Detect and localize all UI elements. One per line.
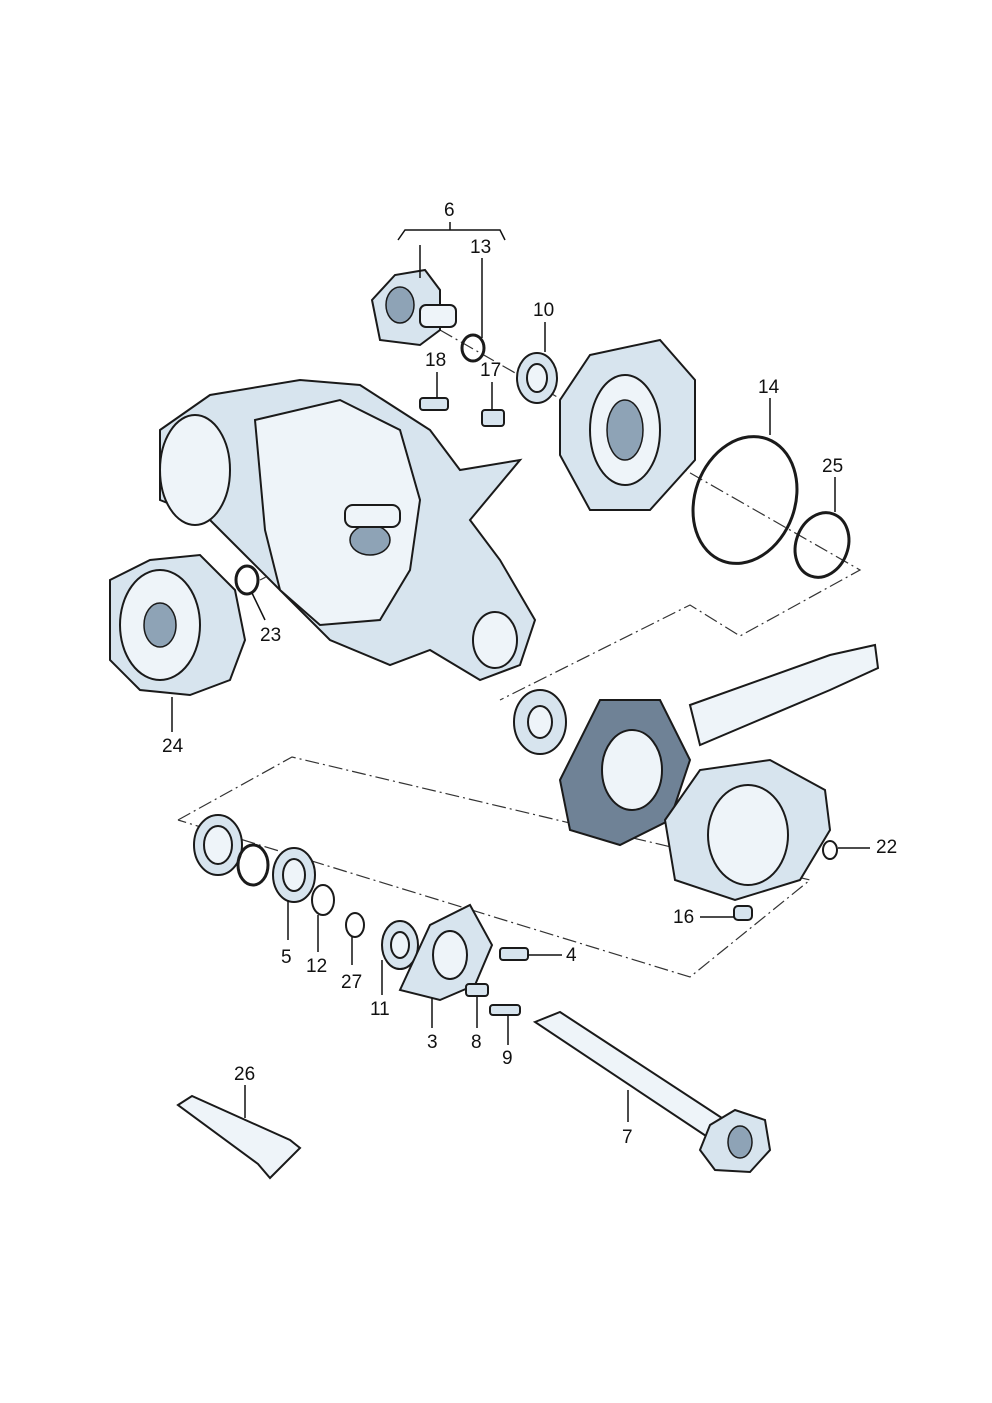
large-o-ring-part-14	[691, 435, 799, 565]
seal-part-5	[272, 847, 316, 940]
sealant-tube-part-26	[176, 1085, 302, 1180]
callout-6: 6	[444, 200, 455, 221]
differential-assembly	[513, 643, 880, 847]
ring-part-12	[311, 884, 335, 952]
housing-cover	[559, 338, 696, 511]
callout-27: 27	[341, 972, 362, 993]
ring-spacer	[236, 843, 270, 887]
gearbox-housing	[159, 378, 537, 682]
callout-14: 14	[758, 377, 780, 398]
callout-25: 25	[822, 456, 843, 477]
callout-5: 5	[281, 947, 292, 968]
callout-10: 10	[533, 300, 554, 321]
gasket-part-3	[398, 903, 494, 1028]
callout-7: 7	[622, 1127, 633, 1148]
callout-9: 9	[502, 1048, 513, 1069]
flange-shaft-part-6	[370, 222, 506, 347]
bolt-part-4	[499, 947, 562, 961]
plug-part-17	[481, 382, 505, 427]
callout-23: 23	[260, 625, 281, 646]
housing-half	[663, 758, 832, 902]
bearing-left	[193, 814, 243, 876]
callout-11: 11	[370, 999, 390, 1020]
callout-26: 26	[234, 1064, 255, 1085]
o-ring-part-13	[460, 333, 486, 363]
o-ring-part-25	[793, 511, 851, 579]
drive-shaft-part-7	[532, 1010, 772, 1174]
plug-part-16	[700, 905, 753, 921]
callout-18: 18	[425, 350, 446, 371]
o-ring-part-22	[822, 840, 838, 860]
cover-plate-part-24	[109, 553, 247, 732]
stud-part-9	[489, 1004, 521, 1045]
callout-22: 22	[876, 837, 897, 858]
callout-16: 16	[673, 907, 694, 928]
callout-3: 3	[427, 1032, 438, 1053]
bolt-part-18	[419, 372, 449, 411]
callout-labels: 6 13 10 18 17 14 25 23 24 22 16 4 5 12 2…	[162, 200, 897, 1148]
callout-12: 12	[306, 956, 327, 977]
callout-4: 4	[566, 945, 577, 966]
ring-part-27	[345, 912, 365, 965]
bearing-part-11	[381, 920, 419, 995]
bolt-part-8	[465, 983, 489, 1028]
shaft-seal-part-10	[516, 322, 558, 404]
ring-part-23	[234, 564, 260, 596]
callout-24: 24	[162, 736, 184, 757]
callout-8: 8	[471, 1032, 482, 1053]
callout-13: 13	[470, 237, 491, 258]
callout-17: 17	[480, 360, 501, 381]
